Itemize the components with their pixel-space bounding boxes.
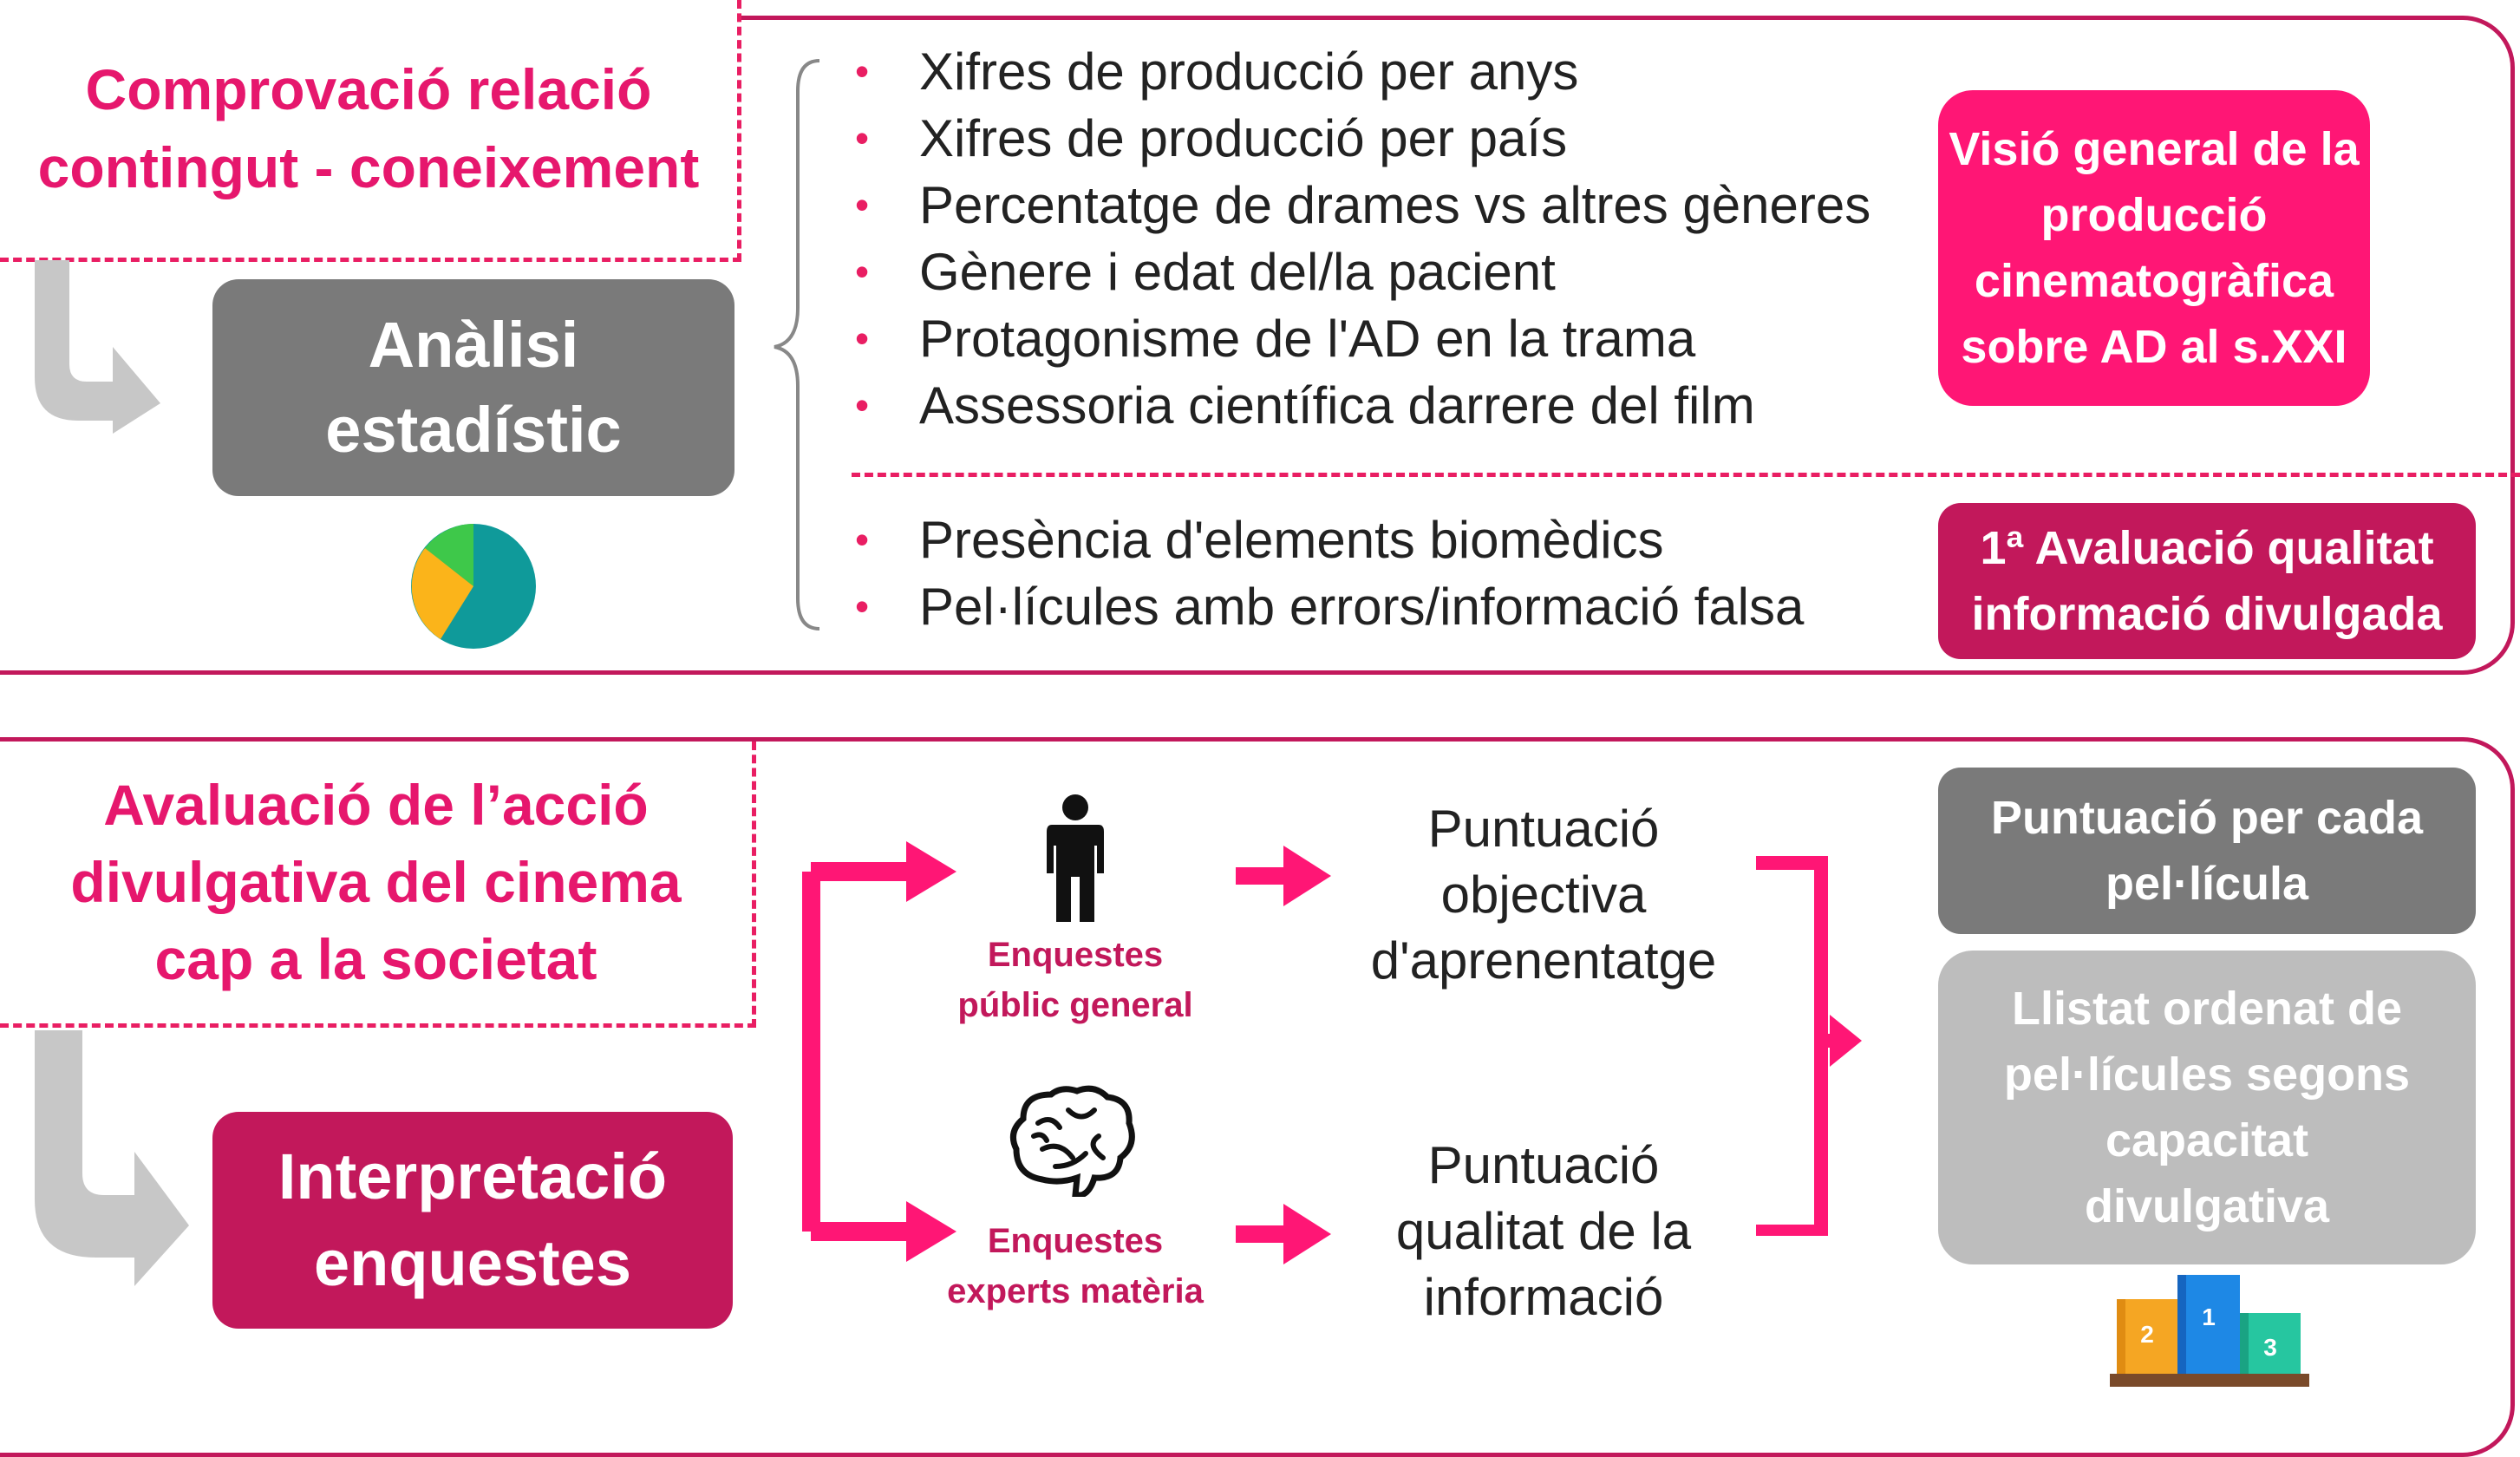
bent-arrow-icon (35, 260, 160, 434)
main-bullet-list: Xifres de producció per anys Xifres de p… (855, 38, 1870, 439)
result-overview-box: Visió general de la producció cinematogr… (1938, 90, 2370, 406)
pie-chart-icon (411, 524, 536, 649)
list-item: Assessoria científica darrere del film (855, 372, 1870, 439)
list-item: Percentatge de drames vs altres gèneres (855, 172, 1870, 238)
list-item: Gènere i edat del/la pacient (855, 238, 1870, 305)
curly-brace (774, 59, 820, 630)
bent-arrow-icon (35, 1030, 189, 1286)
score-learning-text: Puntuació objectiva d'aprenentatge (1370, 800, 1717, 990)
list-item: Xifres de producció per país (855, 105, 1870, 172)
list-item: Pel·lícules amb errors/informació falsa (855, 573, 1804, 640)
arrow-right-icon (1236, 1204, 1331, 1264)
podium-place-2: 2 (2140, 1321, 2154, 1348)
list-item: Presència d'elements biomèdics (855, 506, 1804, 573)
survey-experts-label: Enquestes experts matèria (947, 1222, 1204, 1310)
arrow-right-icon (1236, 846, 1331, 906)
brain-icon (1009, 1085, 1135, 1197)
bottom-heading: Avaluació de l’acció divulgativa del cin… (0, 742, 756, 1028)
result-quality-box: 1ª Avaluació qualitat informació divulga… (1938, 503, 2476, 659)
result-score-box: Puntuació per cada pel·lícula (1938, 768, 2476, 934)
survey-public-label: Enquestes públic general (957, 936, 1193, 1024)
section-divider (852, 473, 2520, 477)
quality-bullet-list: Presència d'elements biomèdics Pel·lícul… (855, 506, 1804, 640)
merge-arrow (1756, 856, 1862, 1236)
person-icon (1047, 794, 1104, 922)
podium-place-1: 1 (2202, 1303, 2216, 1330)
top-heading: Comprovació relació contingut - coneixem… (0, 0, 741, 262)
result-ranking-box: Llistat ordenat de pel·lícules segons ca… (1938, 951, 2476, 1264)
analysis-box: Anàlisi estadístic (212, 279, 734, 496)
score-quality-text: Puntuació qualitat de la informació (1395, 1136, 1692, 1326)
list-item: Xifres de producció per anys (855, 38, 1870, 105)
split-arrow (802, 841, 956, 1262)
podium-icon: 2 1 3 (2110, 1275, 2309, 1387)
podium-place-3: 3 (2263, 1334, 2277, 1361)
interpret-box: Interpretació enquestes (212, 1112, 733, 1329)
list-item: Protagonisme de l'AD en la trama (855, 305, 1870, 372)
